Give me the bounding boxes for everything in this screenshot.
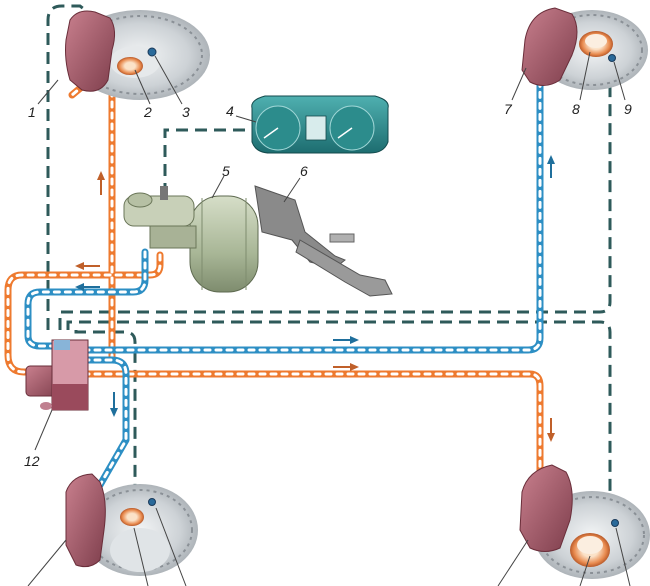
callout-labels: 1 2 3 4 5 6 7 8 9 12 xyxy=(24,101,632,469)
arrow-right-blue xyxy=(333,336,359,344)
arrow-right-orange xyxy=(333,363,359,371)
sensor-rotor xyxy=(117,57,143,75)
rear-left-brake-assembly xyxy=(65,473,198,576)
wire-dashboard xyxy=(163,128,255,195)
arrow-left-orange xyxy=(75,262,100,270)
label-1: 1 xyxy=(28,104,36,120)
rear-right-brake-assembly xyxy=(519,464,650,579)
sensor-rotor xyxy=(120,508,144,526)
arrow-down-blue xyxy=(110,392,118,417)
wheel-speed-sensor xyxy=(608,54,616,62)
arrow-left-blue xyxy=(75,283,100,291)
brake-caliper xyxy=(521,7,578,86)
wire-front-left-sensor xyxy=(46,4,151,330)
brake-pedal-assembly xyxy=(254,185,393,297)
wire-right-lower xyxy=(66,320,612,530)
arrow-down-orange xyxy=(547,418,555,442)
wheel-speed-sensor xyxy=(148,498,156,506)
label-3: 3 xyxy=(182,104,190,120)
front-left-brake-assembly xyxy=(65,10,210,100)
label-5: 5 xyxy=(222,163,230,179)
instrument-cluster xyxy=(251,95,389,154)
wheel-speed-sensor xyxy=(611,519,619,527)
label-6: 6 xyxy=(300,163,308,179)
vacuum-brake-booster xyxy=(189,195,259,293)
label-8: 8 xyxy=(572,101,580,117)
front-right-brake-assembly xyxy=(521,7,648,90)
label-4: 4 xyxy=(226,103,234,119)
arrow-up-blue xyxy=(547,155,555,178)
flow-arrows xyxy=(75,155,555,442)
label-9: 9 xyxy=(624,101,632,117)
center-display xyxy=(305,115,327,141)
master-cylinder xyxy=(123,186,197,249)
speedometer-gauge xyxy=(255,105,301,151)
label-2: 2 xyxy=(143,104,152,120)
label-12: 12 xyxy=(24,453,40,469)
wheel-speed-sensor xyxy=(147,47,157,57)
wire-right-upper xyxy=(58,60,612,330)
brake-caliper xyxy=(519,464,573,552)
hydraulic-circuit-blue xyxy=(24,74,544,489)
tachometer-gauge xyxy=(329,105,375,151)
brake-caliper xyxy=(65,10,116,92)
leader-lines xyxy=(27,51,631,586)
sensor-wiring xyxy=(46,4,612,530)
brake-caliper xyxy=(65,473,106,568)
arrow-up-orange xyxy=(97,171,105,195)
label-7: 7 xyxy=(504,101,513,117)
wire-rear-left-sensor xyxy=(74,330,152,507)
abs-hydraulic-modulator xyxy=(25,339,89,411)
